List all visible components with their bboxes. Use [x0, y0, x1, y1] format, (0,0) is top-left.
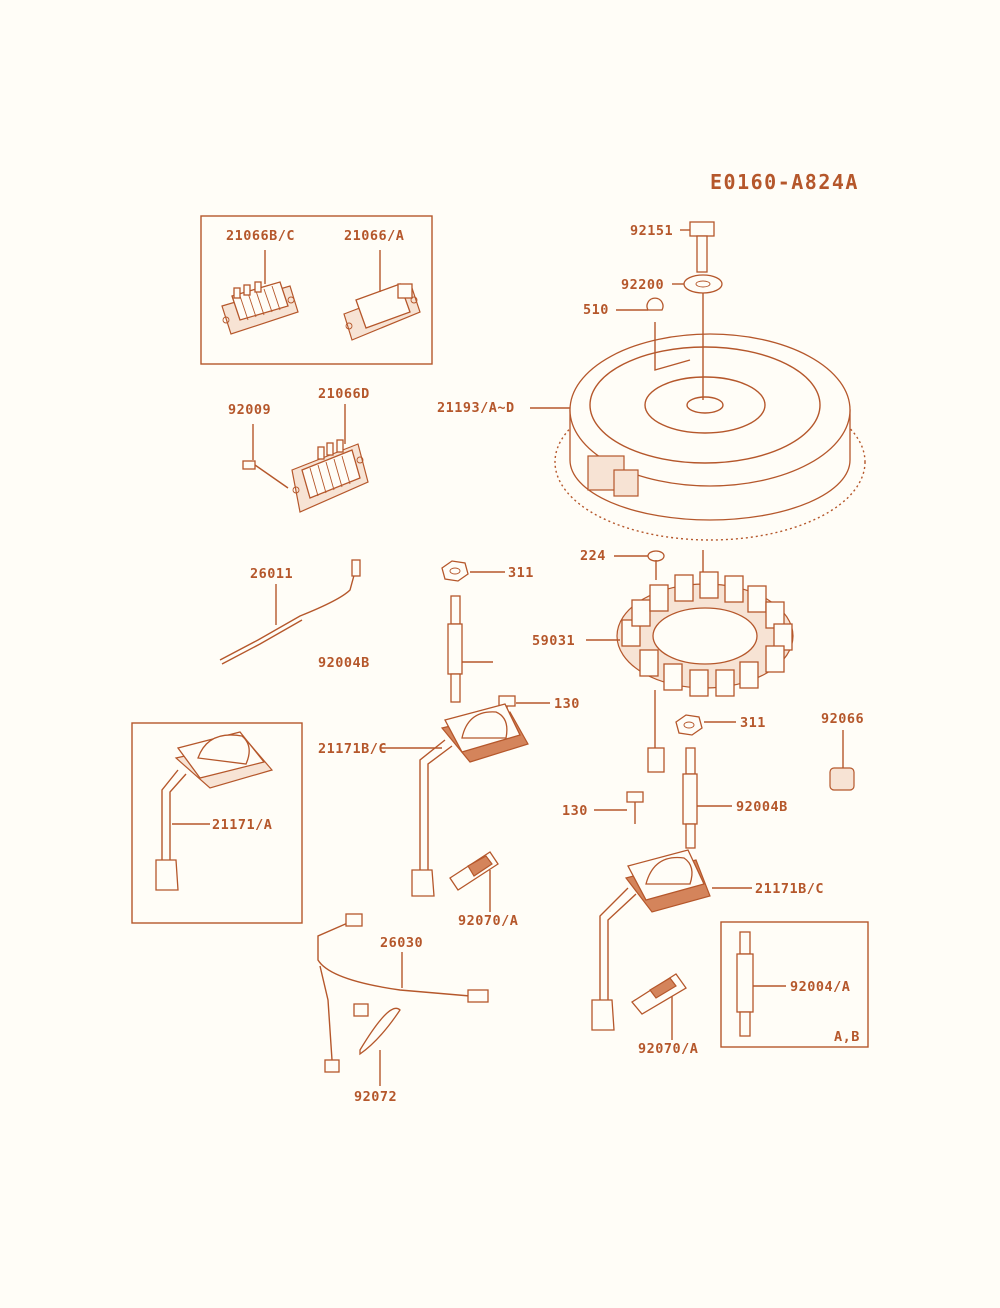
screw-224-drawing [614, 550, 665, 580]
label-92151: 92151 [630, 223, 674, 239]
label-92066: 92066 [821, 711, 865, 727]
spark-plug-right-drawing [631, 973, 687, 1040]
label-59031: 59031 [532, 633, 576, 649]
label-21171a: 21171/A [212, 817, 273, 833]
label-21066a: 21066/A [344, 228, 405, 244]
label-92072: 92072 [354, 1089, 398, 1105]
regulator-21066bc-drawing [221, 250, 299, 335]
clamp-92072-drawing [353, 1003, 401, 1086]
label-21193: 21193/A~D [437, 400, 515, 416]
label-92009: 92009 [228, 402, 272, 418]
screw-130-lower-drawing [594, 791, 644, 824]
label-224: 224 [580, 548, 606, 564]
stud-92004a-drawing [736, 931, 786, 1037]
stud-92004b-right-drawing [682, 747, 732, 849]
label-ab: A,B [834, 1029, 860, 1045]
nut-311-left-drawing [441, 560, 505, 582]
spark-plug-left-drawing [449, 851, 499, 912]
label-92004b-left: 92004B [318, 655, 370, 671]
label-21171bc-right: 21171B/C [755, 881, 825, 897]
sensor-26011-drawing [219, 559, 361, 665]
label-21066bc: 21066B/C [226, 228, 296, 244]
ignition-coil-right-drawing [591, 849, 752, 1031]
label-92200: 92200 [621, 277, 665, 293]
diagram-code: E0160-A824A [710, 170, 859, 194]
label-92004a: 92004/A [790, 979, 851, 995]
nut-311-right-drawing [675, 714, 736, 736]
label-130-upper: 130 [554, 696, 580, 712]
label-21171bc-left: 21171B/C [318, 741, 388, 757]
label-92004b-right: 92004B [736, 799, 788, 815]
label-510: 510 [583, 302, 609, 318]
label-311-lower: 311 [740, 715, 766, 731]
regulator-21066a-drawing [343, 250, 421, 341]
ignition-coil-a-box [131, 722, 303, 924]
stud-92004b-left-drawing [447, 595, 493, 703]
label-26030: 26030 [380, 935, 424, 951]
bolt-92151-drawing [680, 221, 715, 273]
stator-drawing [586, 550, 794, 773]
harness-26030-drawing [317, 913, 489, 1073]
label-21066d: 21066D [318, 386, 370, 402]
stud-a-box [720, 921, 869, 1048]
label-130-lower: 130 [562, 803, 588, 819]
washer-92200-drawing [672, 274, 723, 294]
regulator-21066d-drawing [242, 404, 369, 513]
ignition-coil-a-drawing [155, 731, 274, 891]
label-311-upper: 311 [508, 565, 534, 581]
ignition-coil-left-drawing [380, 703, 529, 897]
key-510-drawing [616, 297, 664, 311]
regulator-group-box [200, 215, 433, 365]
label-26011: 26011 [250, 566, 294, 582]
set-screw-92066-drawing [829, 730, 855, 791]
label-92070a-right: 92070/A [638, 1041, 699, 1057]
label-92070a-left: 92070/A [458, 913, 519, 929]
flywheel-drawing [530, 293, 866, 541]
